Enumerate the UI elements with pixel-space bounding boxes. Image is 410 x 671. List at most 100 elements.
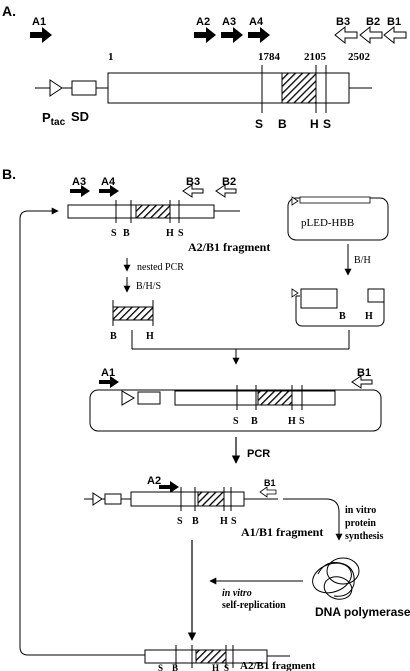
digest-bhs-label: B/H/S	[136, 281, 161, 292]
selfrep-label-line1: in vitro	[222, 588, 252, 599]
insert-site-b-label: B	[110, 331, 117, 342]
primer-a4-label: A4	[249, 16, 264, 28]
digest-bh-label: B/H	[354, 255, 371, 266]
top-primer-a3-arrow	[70, 185, 90, 197]
lower-primer-a2-label: A2	[147, 475, 161, 487]
cut-vector-right-box	[367, 288, 385, 303]
top-site-s2-label: S	[178, 228, 184, 239]
plasmid-gene-box	[299, 196, 371, 204]
primer-b3-label: B3	[336, 16, 350, 28]
site-b-label: B	[278, 117, 287, 131]
ligated-hatch	[257, 390, 293, 406]
top-primer-b3-arrow	[182, 184, 204, 198]
top-primer-a4-arrow	[99, 185, 119, 197]
primer-b1-label: B1	[387, 16, 401, 28]
ivps-label-line3: synthesis	[345, 531, 383, 542]
cut-vector-left-box	[300, 288, 338, 309]
lower-gene-box	[130, 491, 245, 507]
panel-a-label: A.	[2, 3, 16, 19]
lower-primer-a2-arrow	[159, 481, 179, 493]
position-1: 1	[108, 51, 114, 63]
mid-site-s2-label: S	[299, 416, 305, 427]
top-site-s1-label: S	[111, 228, 117, 239]
ligated-sd-box	[137, 391, 161, 405]
lower-sd-box	[104, 493, 122, 505]
bottom-site-s2-label: S	[224, 663, 229, 671]
mid-primer-b1-arrow	[351, 375, 373, 389]
ivps-curve-arrow	[283, 498, 343, 541]
plasmid-promoter	[291, 196, 299, 206]
dna-polymerase-label: DNA polymerase	[315, 605, 410, 619]
mid-site-b-label: B	[251, 416, 258, 427]
mid-primer-a1-arrow	[99, 376, 119, 388]
lower-primer-b1-arrow	[259, 486, 277, 498]
cycle-loop-line	[19, 207, 162, 656]
bottom-fragment-hatch	[195, 649, 227, 664]
a1b1-fragment-label: A1/B1 fragment	[241, 525, 323, 539]
lower-site-h-label: H	[220, 516, 228, 527]
position-1784: 1784	[258, 51, 281, 63]
primer-a3-label: A3	[222, 16, 236, 28]
lower-site-b-label: B	[192, 516, 199, 527]
top-site-h-label: H	[166, 228, 174, 239]
pcr-label: PCR	[247, 448, 270, 460]
lower-site-s1-label: S	[177, 516, 183, 527]
nested-pcr-label: nested PCR	[137, 262, 184, 273]
mid-site-h-label: H	[288, 416, 296, 427]
vector-site-b-label: B	[339, 311, 346, 322]
bottom-fragment-label: A2/B1 fragment	[240, 660, 316, 671]
primer-b1-arrow	[383, 25, 407, 45]
primer-b3-arrow	[334, 25, 358, 45]
ivps-label-line2: protein	[345, 518, 376, 529]
top-primer-a3-label: A3	[72, 176, 86, 188]
primer-b2-arrow	[359, 25, 383, 45]
primer-a2-arrow	[194, 27, 216, 43]
lower-site-s2-label: S	[231, 516, 237, 527]
site-s1-label: S	[255, 117, 263, 131]
panel-b-label: B.	[2, 166, 16, 182]
lower-promoter	[92, 492, 103, 506]
top-primer-b2-label: B2	[222, 176, 236, 188]
promoter-triangle	[49, 79, 63, 97]
mid-site-s1-label: S	[233, 416, 239, 427]
bottom-site-s1-label: S	[158, 663, 163, 671]
top-primer-b2-arrow	[215, 184, 237, 198]
sd-label: SD	[71, 109, 89, 124]
lower-primer-b1-label: B1	[264, 478, 276, 488]
primer-b2-label: B2	[366, 16, 380, 28]
top-site-b-label: B	[123, 228, 130, 239]
primer-a2-label: A2	[196, 16, 210, 28]
site-h-label: H	[310, 117, 319, 131]
mid-primer-a1-label: A1	[101, 367, 115, 379]
ivps-label-line1: in vitro	[345, 505, 376, 516]
vector-site-h-label: H	[365, 311, 373, 322]
top-primer-a4-label: A4	[101, 176, 116, 188]
insert-site-h-label: H	[146, 331, 154, 342]
insert-fragment	[112, 306, 154, 321]
bottom-site-b-label: B	[172, 663, 178, 671]
top-fragment-label: A2/B1 fragment	[188, 240, 270, 254]
site-s2-label: S	[323, 117, 331, 131]
ligated-gene-box	[174, 390, 336, 406]
primer-a4-arrow	[248, 27, 270, 43]
lower-hatch	[197, 491, 225, 507]
hatched-region	[281, 72, 317, 104]
primer-a1-arrow	[30, 27, 52, 43]
sd-box	[71, 80, 97, 96]
bottom-site-h-label: H	[212, 663, 219, 671]
plasmid-label: pLED-HBB	[301, 217, 354, 229]
ligated-promoter	[121, 390, 135, 406]
primer-a1-label: A1	[32, 16, 46, 28]
position-2105: 2105	[304, 51, 327, 63]
selfrep-label-line2: self-replication	[222, 600, 286, 611]
position-2502: 2502	[348, 51, 371, 63]
primer-a3-arrow	[221, 27, 243, 43]
promoter-label: Ptac	[42, 110, 66, 128]
top-primer-b3-label: B3	[186, 176, 200, 188]
cut-vector-promoter	[291, 288, 299, 298]
dna-polymerase-icon	[312, 557, 360, 600]
cut-vector-outline	[295, 296, 385, 327]
top-fragment-hatch	[135, 204, 171, 219]
plasmid-outline	[287, 197, 389, 241]
